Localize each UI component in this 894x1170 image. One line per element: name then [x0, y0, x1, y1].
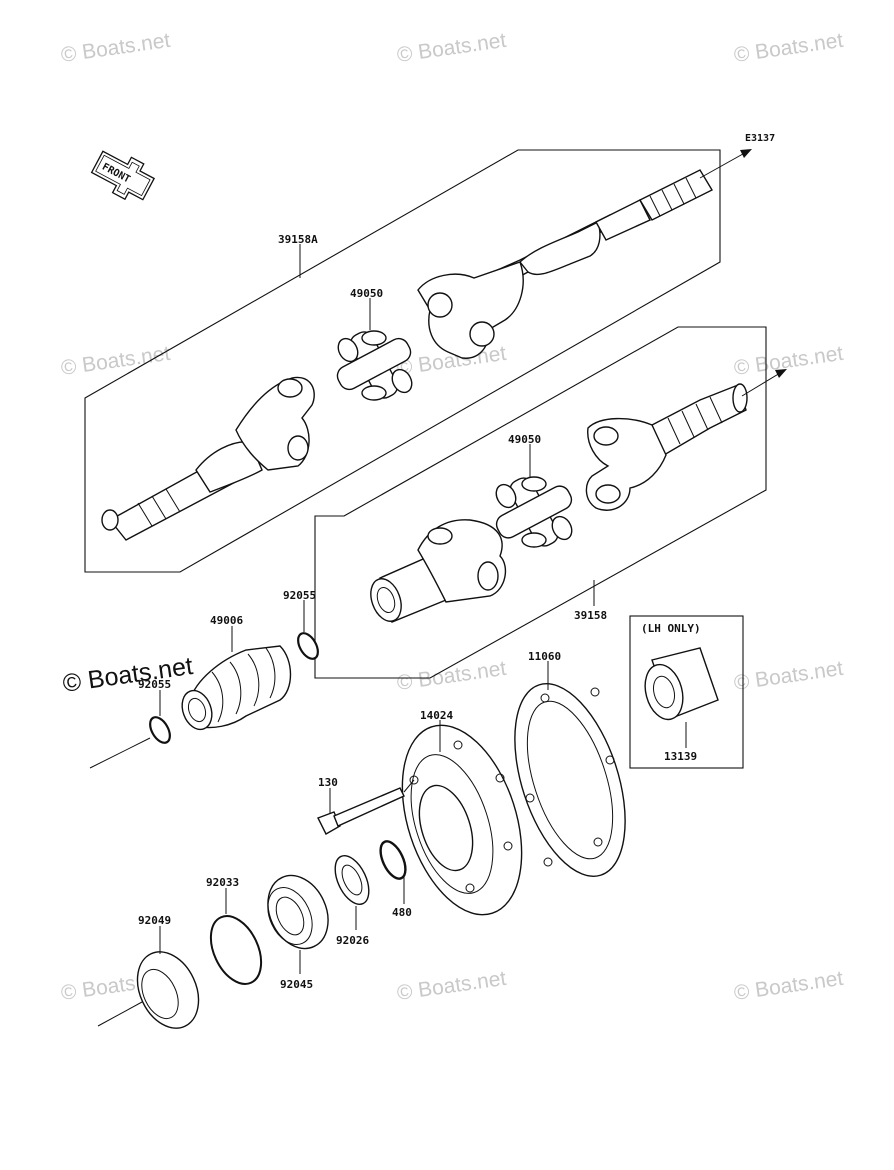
label-130: 130	[318, 776, 338, 789]
inner-shaft-39158	[370, 519, 507, 623]
watermark: © Boats.net	[59, 342, 171, 380]
bolt-130	[317, 779, 415, 835]
assembly-box-39158a	[84, 149, 721, 573]
universal-joint-49050-upper	[336, 330, 413, 401]
label-11060: 11060	[528, 650, 561, 663]
universal-joint-49050-lower	[495, 476, 573, 548]
label-92055-upper: 92055	[283, 589, 316, 602]
label-49006: 49006	[210, 614, 243, 627]
watermark: © Boats.net	[395, 29, 507, 67]
bearing-housing-14024	[401, 724, 523, 916]
label-92055-lower: 92055	[138, 678, 171, 691]
watermark: © Boats.net	[732, 29, 844, 67]
label-13139: 13139	[664, 750, 697, 763]
label-480: 480	[392, 906, 412, 919]
circlip-480	[379, 840, 407, 880]
snap-ring-92033	[209, 915, 263, 985]
o-ring-92055-upper	[297, 632, 319, 660]
cv-boot-49006	[181, 645, 292, 731]
oil-seal-92049	[136, 951, 200, 1029]
label-39158: 39158	[574, 609, 607, 622]
gasket-11060	[514, 683, 626, 877]
inner-shaft-39158a	[101, 376, 315, 541]
axle-shaft-39158a	[417, 169, 713, 359]
part-labels: 39158A 49050 49050 39158 92055 49006 920…	[138, 233, 701, 991]
label-14024: 14024	[420, 709, 453, 722]
diagram-code: E3137	[745, 133, 775, 144]
watermark: © Boats.net	[395, 967, 507, 1005]
watermark-dark: © Boats.net	[61, 652, 195, 698]
coupling-13139	[644, 647, 719, 721]
watermark: © Boats.net	[732, 967, 844, 1005]
leader-lines	[159, 244, 687, 974]
label-lh-only: (LH ONLY)	[641, 622, 701, 635]
watermark: © Boats.net	[395, 657, 507, 695]
watermark: © Boats.net	[732, 657, 844, 695]
label-92033: 92033	[206, 876, 239, 889]
label-39158a: 39158A	[278, 233, 318, 246]
direction-arrows	[89, 149, 787, 1027]
washer-92026	[334, 855, 370, 905]
label-49050-lower: 49050	[508, 433, 541, 446]
lh-only-box	[629, 615, 744, 769]
label-92049: 92049	[138, 914, 171, 927]
label-92045: 92045	[280, 978, 313, 991]
front-arrow-icon: FRONT	[90, 150, 156, 201]
label-49050-upper: 49050	[350, 287, 383, 300]
watermark: © Boats.net	[59, 29, 171, 67]
label-92026: 92026	[336, 934, 369, 947]
watermark: © Boats.net	[732, 342, 844, 380]
assembly-box-39158	[314, 326, 767, 679]
axle-shaft-39158	[585, 383, 748, 511]
bearing-92045	[267, 874, 329, 950]
o-ring-92055-lower	[149, 716, 171, 744]
